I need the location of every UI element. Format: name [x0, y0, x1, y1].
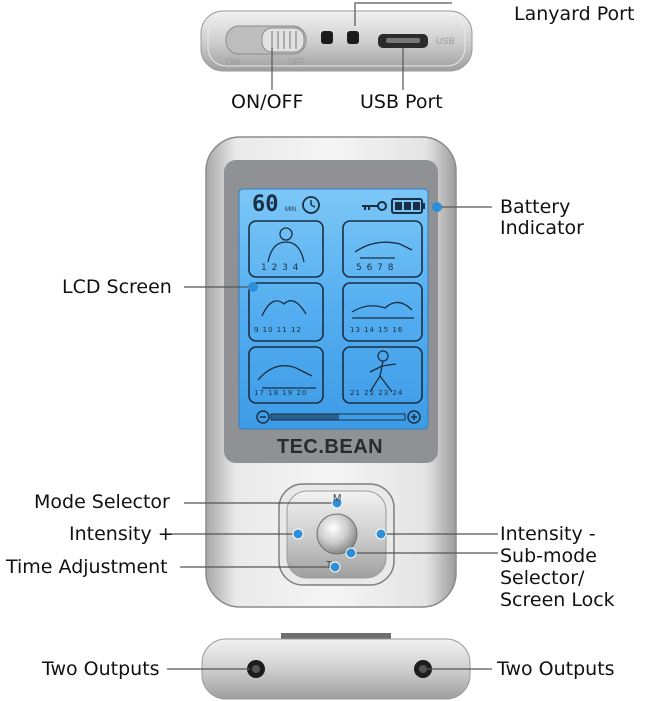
mode-selector-label: Mode Selector — [34, 491, 170, 513]
two-outputs-left-label: Two Outputs — [42, 658, 160, 680]
submode-label-2: Selector/ — [500, 567, 585, 589]
intensity-plus-button[interactable] — [292, 528, 304, 540]
top-view — [200, 10, 473, 72]
callout-lines — [164, 2, 498, 670]
callout-dots — [248, 202, 442, 292]
usb-label: USB — [436, 36, 455, 46]
battery-icon — [391, 198, 425, 214]
mode-button-letter: M — [333, 493, 342, 504]
mode-digits-6: 21 22 23 24 — [350, 389, 404, 397]
switch-on-label: ON — [226, 57, 240, 67]
lcd-screen-label: LCD Screen — [62, 276, 172, 298]
time-adjustment-label: Time Adjustment — [6, 556, 168, 578]
intensity-minus-label: Intensity - — [500, 523, 596, 545]
battery-indicator-label-2: Indicator — [500, 217, 584, 239]
two-outputs-right-label: Two Outputs — [497, 658, 615, 680]
mode-selector-button[interactable] — [331, 497, 343, 509]
key-icon — [362, 201, 387, 211]
mode-digits-3: 9 10 11 12 — [254, 326, 302, 334]
time-adjust-button[interactable] — [329, 561, 341, 573]
submode-lock-button[interactable] — [316, 513, 358, 555]
on-off-label: ON/OFF — [231, 91, 304, 113]
intensity-minus-button[interactable] — [375, 528, 387, 540]
mode-digits-2: 5 6 7 8 — [356, 263, 395, 273]
switch-off-label: OFF — [287, 57, 305, 67]
bottom-view — [201, 633, 471, 700]
usb-port-label: USB Port — [360, 91, 443, 113]
time-button-letter: T — [326, 560, 333, 571]
submode-label-3: Screen Lock — [500, 589, 615, 611]
device-front — [205, 136, 457, 608]
brand-logo: TEC.BEAN — [276, 436, 384, 458]
lanyard-port-label: Lanyard Port — [514, 3, 635, 25]
mode-tiles — [248, 220, 423, 404]
body-figures — [257, 227, 414, 393]
intensity-bar — [256, 410, 421, 424]
clock-icon — [302, 196, 320, 214]
battery-indicator-label-1: Battery — [500, 196, 571, 218]
timer-unit: MIN — [285, 207, 296, 213]
mode-digits-5: 17 18 19 20 — [254, 389, 308, 397]
timer-value: 60 — [252, 192, 279, 217]
mode-digits-4: 13 14 15 16 — [350, 326, 404, 334]
intensity-plus-label: Intensity + — [69, 523, 174, 545]
submode-label-1: Sub-mode — [500, 545, 597, 567]
control-pad — [278, 483, 395, 586]
mode-digits-1: 1 2 3 4 — [261, 263, 300, 273]
submode-dot — [345, 547, 357, 559]
